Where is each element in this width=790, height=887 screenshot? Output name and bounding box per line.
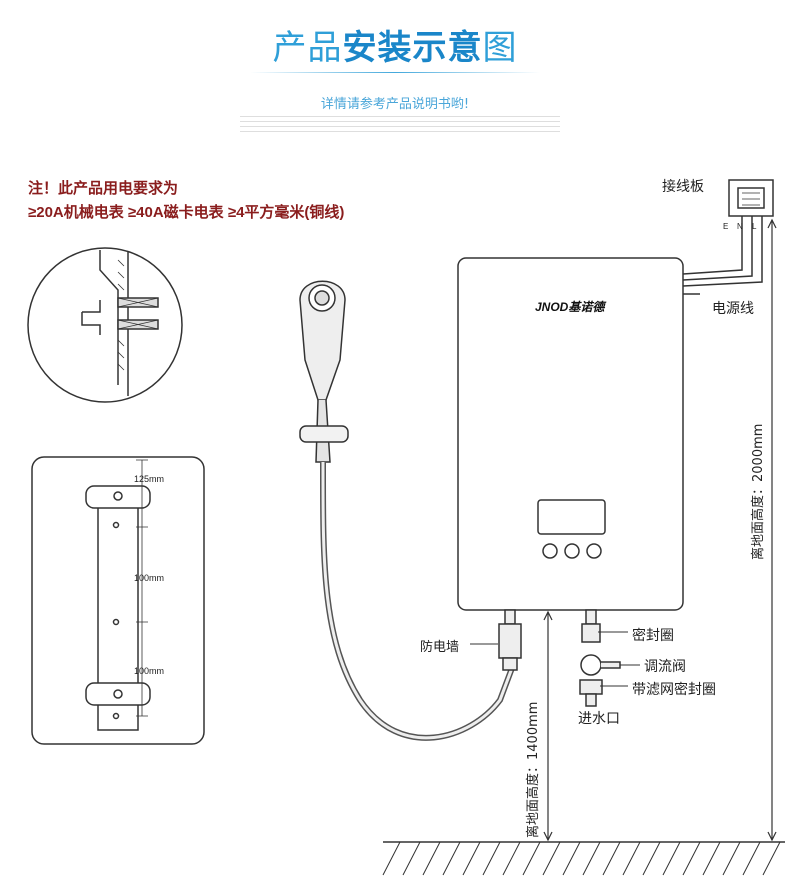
power-requirement-line-1: 注！此产品用电要求为 (28, 180, 179, 197)
height-2000-label: 离地面高度：2000mm (751, 423, 766, 560)
mounting-bracket (31, 456, 205, 745)
anti-electric-wall-label: 防电墙 (420, 640, 460, 655)
power-requirement-note: 注！此产品用电要求为 ≥20A机械电表 ≥40A磁卡电表 ≥4平方毫米(铜线) (28, 177, 344, 225)
bracket-dim-125: 125mm (134, 474, 165, 484)
filter-seal-ring-label: 带滤网密封圈 (632, 682, 716, 698)
label-leaders (470, 631, 640, 687)
terminal-n: N (737, 222, 743, 231)
bracket-dim-100-b: 100mm (134, 666, 165, 676)
terminal-e: E (723, 222, 729, 231)
title-underline (250, 72, 540, 73)
flow-valve-label: 调流阀 (644, 659, 686, 675)
power-wiring (682, 179, 774, 295)
title-part-3: 图 (482, 28, 518, 68)
title-part-2: 安装示意 (342, 28, 483, 68)
power-requirement-line-2: ≥20A机械电表 ≥40A磁卡电表 ≥4平方毫米(铜线) (28, 204, 345, 221)
water-inlet-label: 进水口 (578, 711, 620, 727)
outlet-fitting (498, 609, 522, 671)
wall-mount-detail (27, 247, 183, 403)
floor (382, 841, 785, 876)
seal-ring-label: 密封圈 (632, 628, 674, 644)
bracket-dim-100-a: 100mm (134, 573, 165, 583)
inlet-fitting (579, 609, 621, 707)
water-heater-body (457, 257, 684, 611)
junction-board-label: 接线板 (662, 179, 704, 195)
power-cord-label: 电源线 (712, 301, 754, 317)
page-title: 产品安装示意图 (0, 20, 790, 69)
dimension-lines (543, 218, 777, 842)
page-subtitle: 详情请参考产品说明书哟! (320, 97, 470, 112)
subtitle-decoration (240, 116, 560, 134)
title-part-1: 产品 (272, 28, 343, 68)
shower-head-assembly (299, 280, 515, 741)
heater-brand-logo: JNOD基诺德 (535, 300, 605, 314)
terminal-l: L (752, 222, 757, 231)
height-1400-label: 离地面高度：1400mm (526, 701, 541, 838)
